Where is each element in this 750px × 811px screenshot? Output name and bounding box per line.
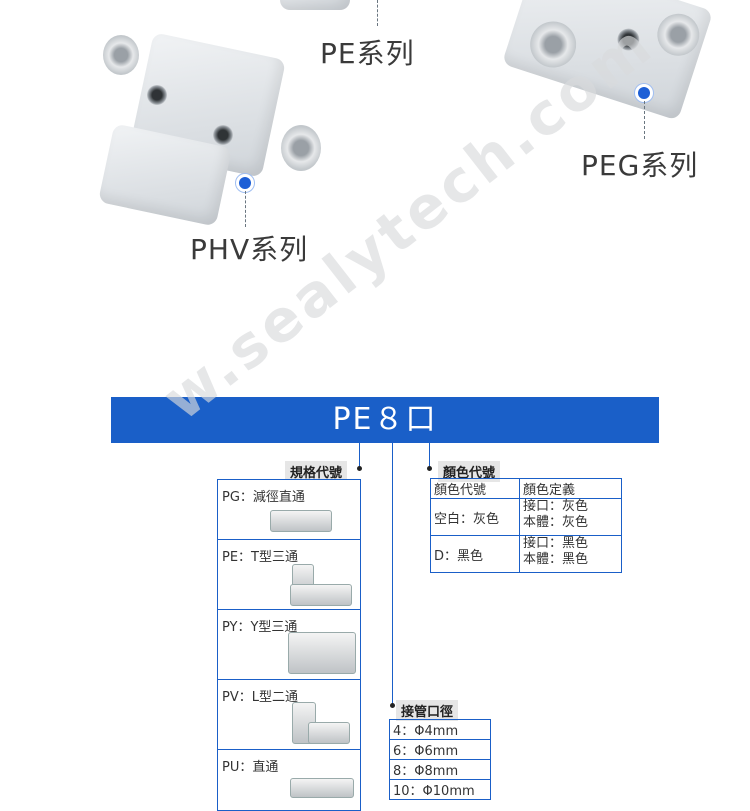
pe-callout-line: [377, 0, 378, 26]
spec-item-label: PV：L型二通: [222, 690, 298, 705]
reducer-fitting-icon: [270, 510, 332, 532]
phv-series-label: PHV系列: [190, 233, 309, 266]
tube-diameter-header: 接管口徑: [396, 700, 459, 721]
spec-item-pe: PE：T型三通: [217, 539, 361, 611]
phv-mount-hole-icon: [147, 85, 167, 105]
straight-fitting-icon: [290, 778, 354, 798]
spec-item-py: PY：Y型三通: [217, 609, 361, 681]
spec-connector-dot: [357, 466, 362, 471]
color-code-header: 顏色代號: [438, 461, 501, 482]
phv-mount-hole-icon: [213, 125, 233, 145]
tee-fitting-icon: [290, 584, 352, 606]
peg-series-label: PEG系列: [581, 149, 699, 182]
color-code-cell: 空白：灰色: [430, 498, 520, 536]
tube-diameter-table: 4：Φ4mm 6：Φ6mm 8：Φ8mm 10：Φ10mm: [389, 719, 491, 800]
color-definition-body: 本體：黑色: [523, 552, 589, 567]
color-code-cell: D：黑色: [430, 535, 520, 573]
spec-item-pg: PG：減徑直通: [217, 479, 361, 541]
color-connector-dot: [427, 466, 432, 471]
diameter-connector: [392, 443, 393, 705]
peg-mount-hole-icon: [557, 0, 586, 2]
y-fitting-icon: [288, 632, 356, 674]
peg-port-icon: [651, 8, 705, 62]
peg-callout-dot: [638, 87, 650, 99]
color-definition-cell: 接口：黑色 本體：黑色: [519, 535, 622, 573]
spec-item-pu: PU：直通: [217, 749, 361, 811]
color-definition-port: 接口：黑色: [523, 536, 589, 551]
pe-series-label: PE系列: [320, 37, 415, 70]
peg-callout-line: [644, 101, 645, 139]
diameter-connector-dot: [390, 703, 395, 708]
pe-fitting-image: [280, 0, 350, 10]
table-row: 6：Φ6mm: [389, 739, 491, 760]
spec-item-label: PY：Y型三通: [222, 620, 298, 635]
spec-connector: [359, 443, 360, 469]
phv-valve-image: [95, 25, 330, 227]
color-definition-cell: 接口：灰色 本體：灰色: [519, 498, 622, 536]
diameter-cell: 4：Φ4mm: [389, 719, 491, 740]
phv-callout-line: [245, 191, 246, 227]
spec-item-label: PE：T型三通: [222, 550, 298, 565]
diameter-cell: 10：Φ10mm: [389, 779, 491, 800]
table-row: 顏色代號 顏色定義: [430, 478, 622, 499]
diameter-cell: 8：Φ8mm: [389, 759, 491, 780]
diameter-cell: 6：Φ6mm: [389, 739, 491, 760]
phv-port-icon: [103, 35, 139, 75]
table-row: D：黑色 接口：黑色 本體：黑色: [430, 535, 622, 573]
spec-code-header: 規格代號: [285, 461, 348, 482]
spec-item-pv: PV：L型二通: [217, 679, 361, 751]
model-code-banner: PE８口: [111, 397, 659, 443]
table-row: 空白：灰色 接口：灰色 本體：灰色: [430, 498, 622, 536]
color-definition-port: 接口：灰色: [523, 499, 589, 514]
color-definition-body: 本體：灰色: [523, 515, 589, 530]
table-header-cell: 顏色定義: [519, 478, 622, 499]
table-row: 8：Φ8mm: [389, 759, 491, 780]
table-header-cell: 顏色代號: [430, 478, 520, 499]
spec-item-label: PG：減徑直通: [222, 490, 305, 505]
phv-port-icon: [281, 125, 321, 171]
table-row: 10：Φ10mm: [389, 779, 491, 800]
elbow-fitting-icon: [308, 722, 350, 744]
color-code-table: 顏色代號 顏色定義 空白：灰色 接口：灰色 本體：灰色 D：黑色 接口：黑色 本…: [430, 478, 622, 573]
color-connector: [429, 443, 430, 469]
table-row: 4：Φ4mm: [389, 719, 491, 740]
phv-callout-dot: [239, 177, 251, 189]
spec-item-label: PU：直通: [222, 760, 279, 775]
